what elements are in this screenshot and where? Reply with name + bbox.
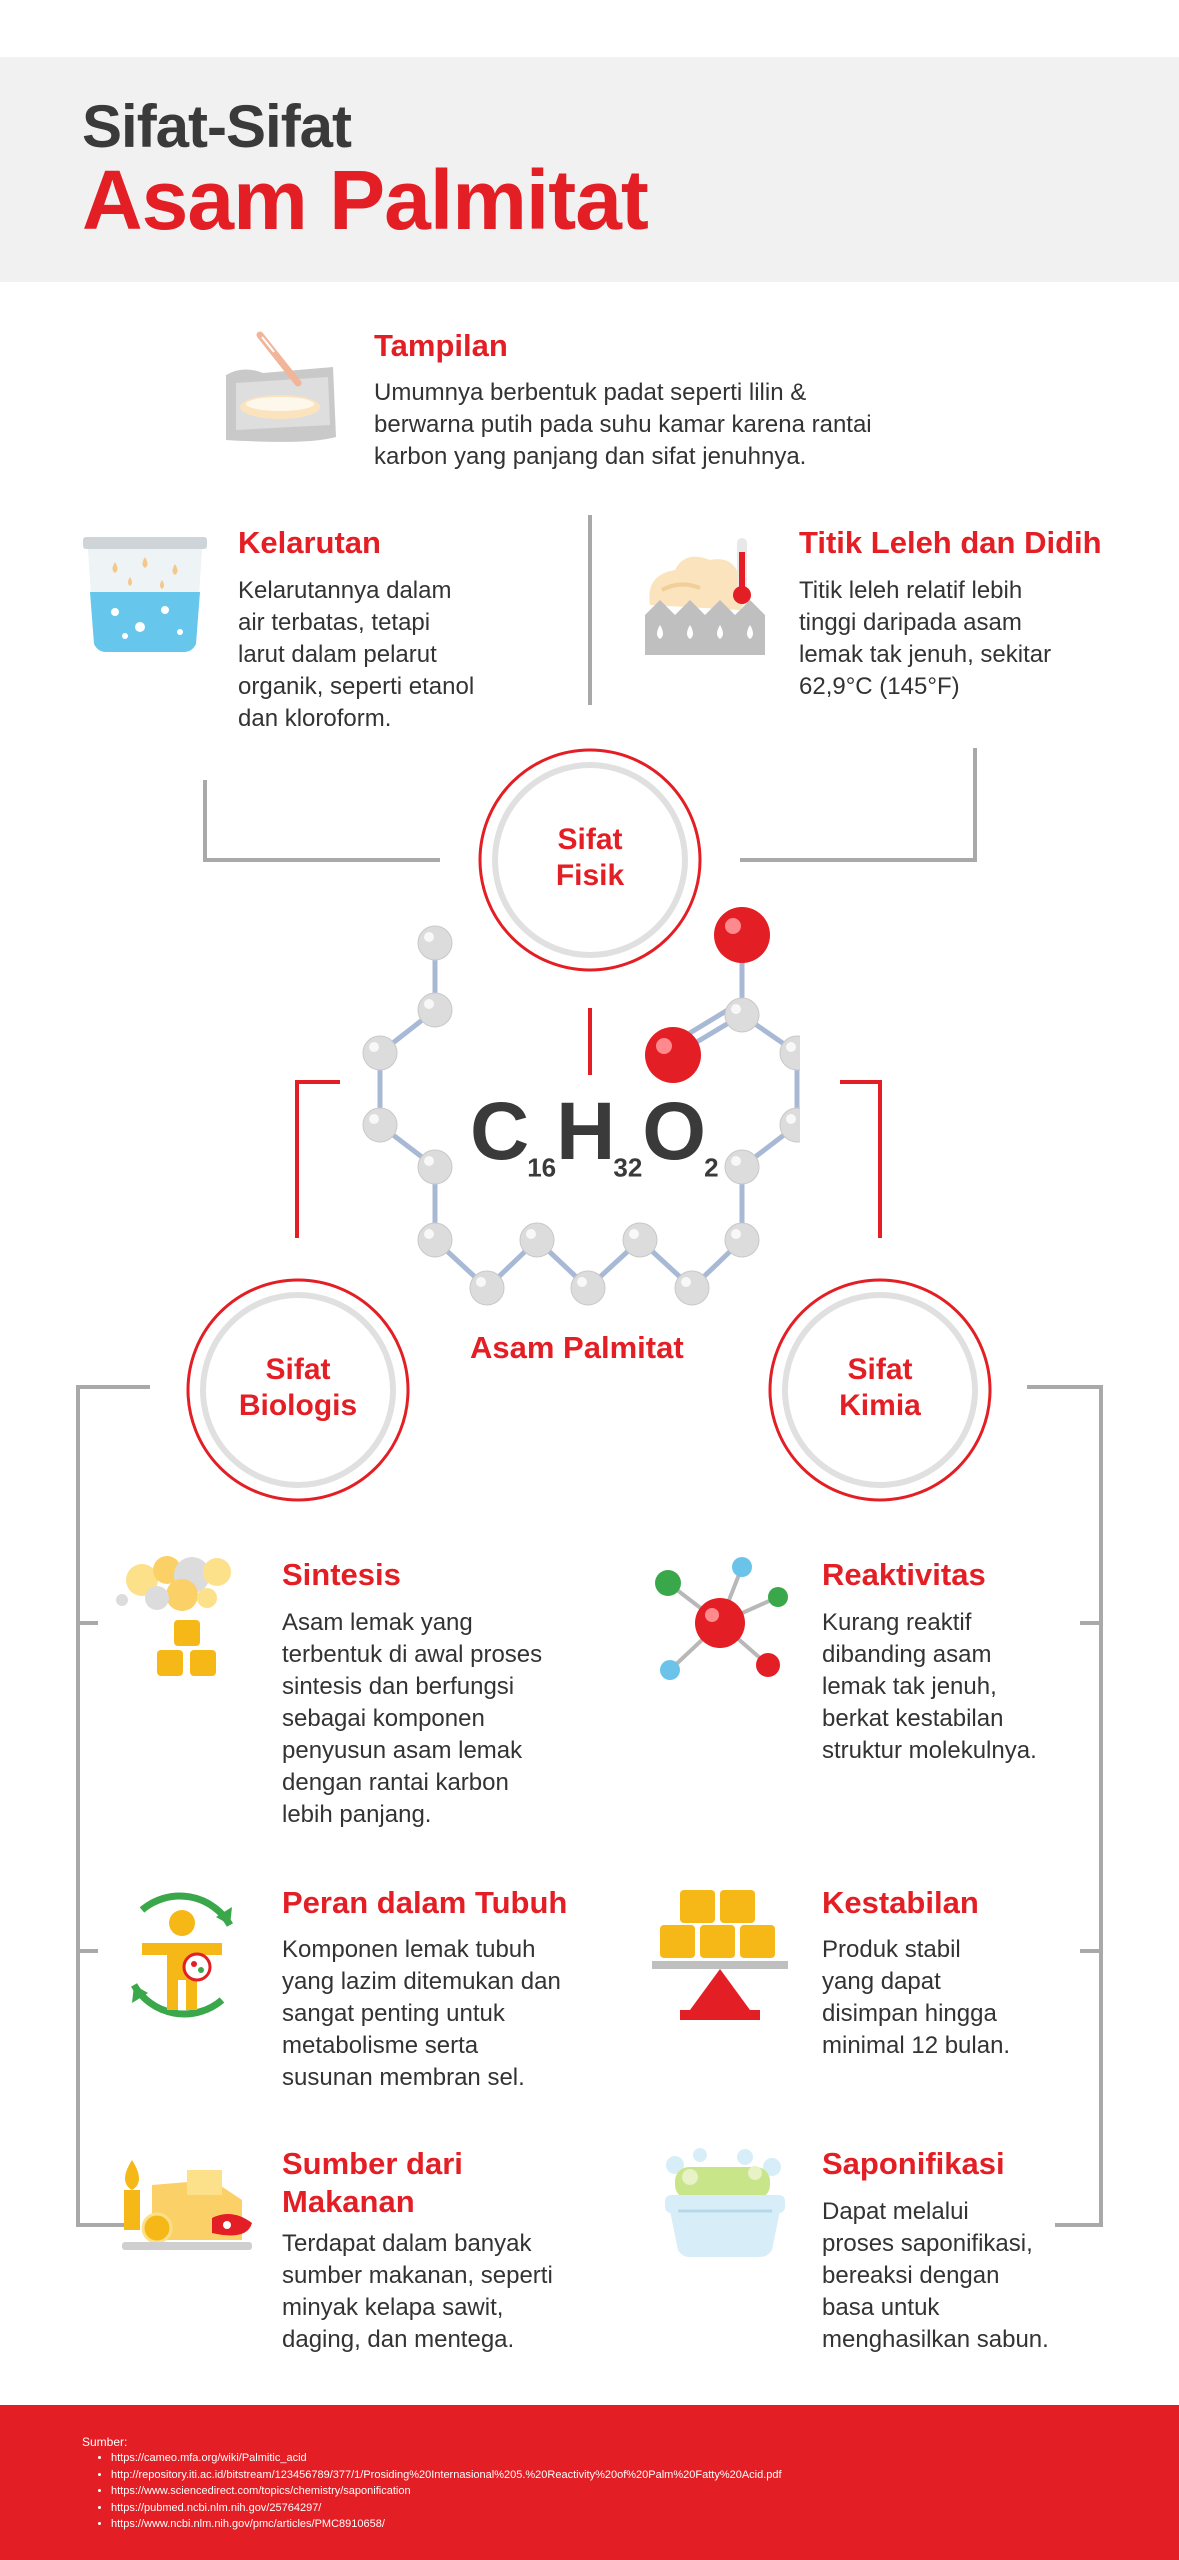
header-band bbox=[0, 57, 1179, 282]
source-link[interactable]: http://repository.iti.ac.id/bitstream/12… bbox=[111, 2467, 782, 2484]
sources-title: Sumber: bbox=[82, 2435, 128, 2449]
title-line-2: Asam Palmitat bbox=[82, 153, 649, 247]
source-link[interactable]: https://pubmed.ncbi.nlm.nih.gov/25764297… bbox=[111, 2500, 782, 2517]
molecule-reactive-icon bbox=[655, 1557, 788, 1680]
saponifikasi-heading: Saponifikasi bbox=[822, 2146, 1005, 2181]
peran-heading: Peran dalam Tubuh bbox=[282, 1885, 568, 1920]
sifat-fisik-circle bbox=[478, 748, 702, 972]
sources-footer bbox=[0, 2405, 1179, 2560]
synthesis-icon bbox=[116, 1556, 231, 1676]
molecule-name: Asam Palmitat bbox=[470, 1330, 684, 1365]
melting-icon bbox=[645, 538, 765, 655]
food-icon bbox=[122, 2160, 252, 2250]
source-link[interactable]: https://www.sciencedirect.com/topics/che… bbox=[111, 2483, 782, 2500]
sintesis-heading: Sintesis bbox=[282, 1557, 401, 1592]
soap-icon bbox=[665, 2148, 785, 2257]
reaktivitas-heading: Reaktivitas bbox=[822, 1557, 986, 1592]
kestabilan-heading: Kestabilan bbox=[822, 1885, 979, 1920]
sources-list: https://cameo.mfa.org/wiki/Palmitic_acid… bbox=[95, 2450, 782, 2533]
body-cycle-icon bbox=[130, 1892, 234, 2018]
title-line-1: Sifat-Sifat bbox=[82, 93, 352, 160]
sifat-kimia-circle bbox=[768, 1278, 992, 1502]
water-beaker-icon bbox=[83, 537, 207, 652]
titik-heading: Titik Leleh dan Didih bbox=[799, 525, 1102, 560]
tampilan-heading: Tampilan bbox=[374, 328, 508, 363]
tampilan-text: Umumnya berbentuk padat seperti lilin &b… bbox=[374, 379, 872, 470]
wax-icon bbox=[226, 331, 336, 442]
chemical-formula: C16H32O2 bbox=[470, 1086, 719, 1183]
kelarutan-heading: Kelarutan bbox=[238, 525, 381, 560]
stability-icon bbox=[652, 1890, 788, 2020]
source-link[interactable]: https://cameo.mfa.org/wiki/Palmitic_acid bbox=[111, 2450, 782, 2467]
sifat-biologis-circle bbox=[186, 1278, 410, 1502]
source-link[interactable]: https://www.ncbi.nlm.nih.gov/pmc/article… bbox=[111, 2516, 782, 2533]
molecule-diagram bbox=[362, 907, 800, 1306]
